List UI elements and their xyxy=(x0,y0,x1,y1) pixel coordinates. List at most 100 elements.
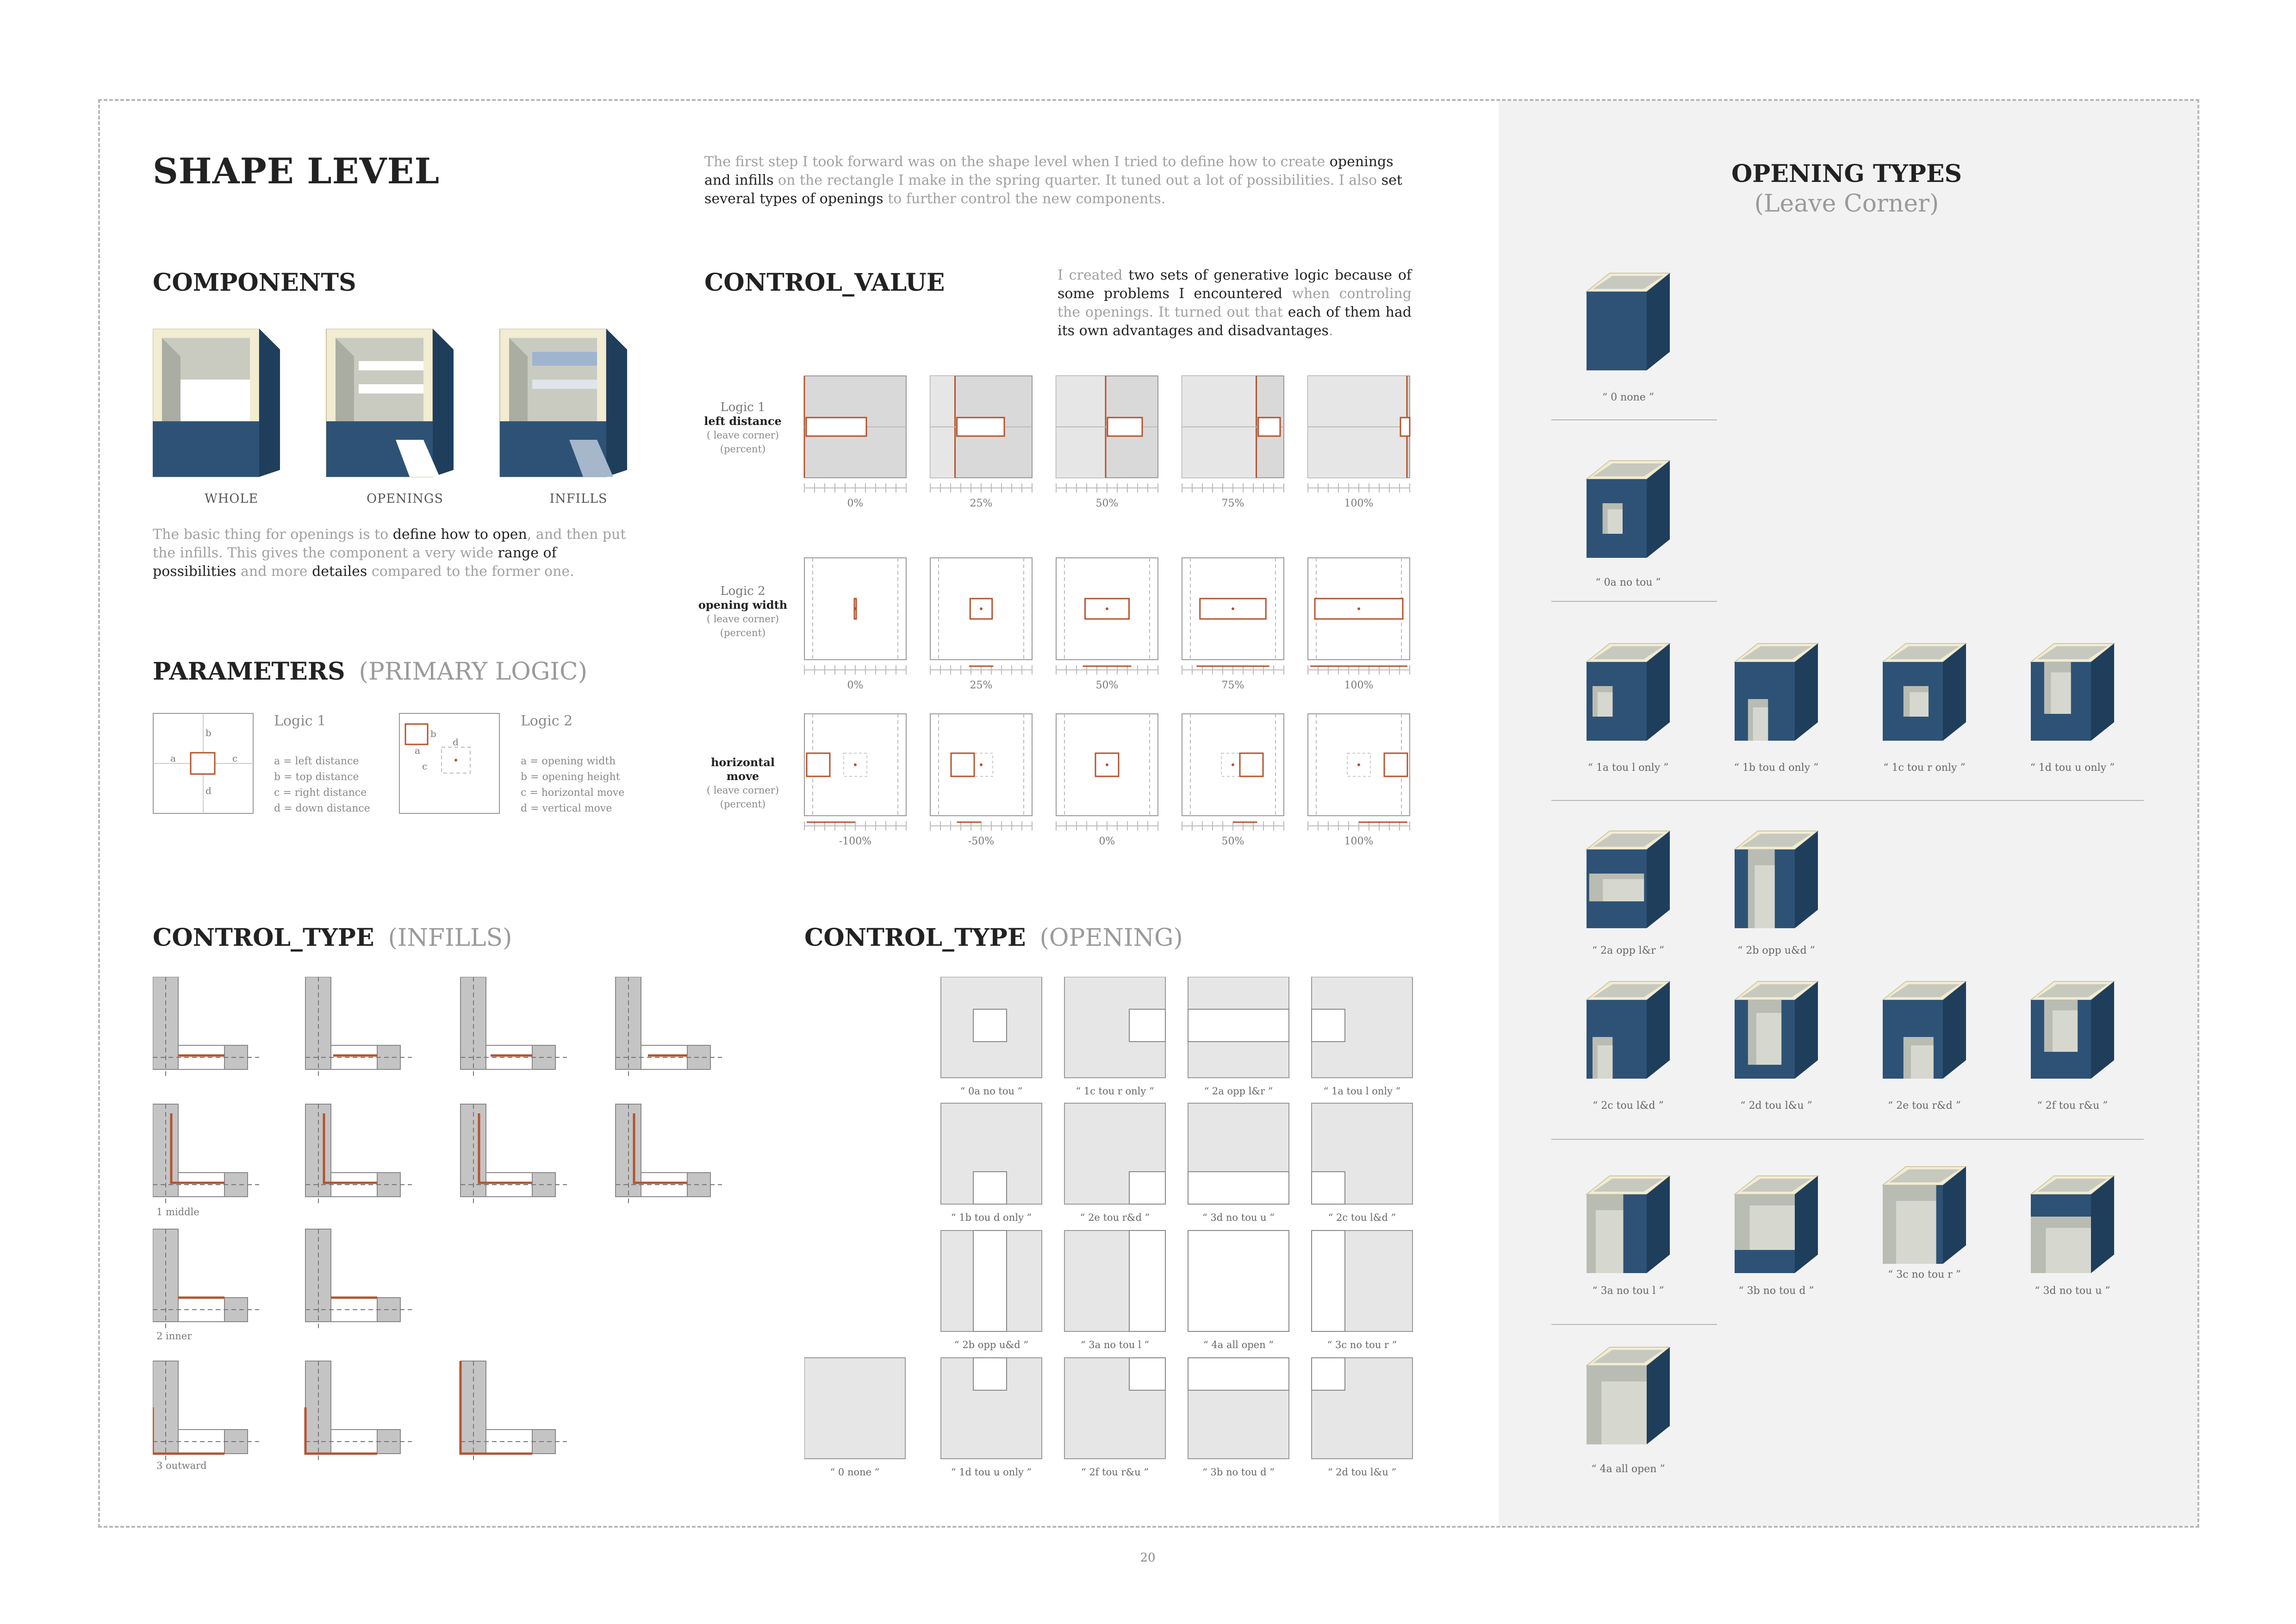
control-type-opening-heading: CONTROL_TYPE(OPENING) xyxy=(804,924,1183,952)
intro-paragraph: The first step I took forward was on the… xyxy=(704,153,1412,208)
cube-side xyxy=(2091,1176,2114,1273)
cube-top-inner xyxy=(1593,984,1663,997)
logic2-mark-b: b xyxy=(430,728,436,739)
opening-cell-label: “ 2c tou l&d ” xyxy=(1328,1212,1396,1223)
ct-infills-subtitle: (INFILLS) xyxy=(388,924,512,952)
opening-cell-11: “ 3c no tou r ” xyxy=(1311,1230,1413,1350)
opening-cell-label: “ 2d tou l&u ” xyxy=(1328,1467,1397,1478)
intro-text-1: The first step I took forward was on the… xyxy=(704,154,1330,170)
opening-cell-2: “ 2a opp l&r ” xyxy=(1188,977,1289,1097)
opening-type-label: “ 2c tou l&d ” xyxy=(1593,1100,1664,1112)
cube-top-inner xyxy=(1593,276,1663,289)
cube-top-inner xyxy=(2037,646,2108,659)
logic2-line-d: d = vertical move xyxy=(521,803,612,814)
opening-cell-label: “ 3b no tou d ” xyxy=(1202,1467,1275,1478)
cube-side xyxy=(1647,1347,1670,1444)
opening-hole xyxy=(1188,1230,1289,1332)
cv-row3-sub2: (percent) xyxy=(720,799,766,810)
opening-hole xyxy=(1188,1357,1289,1391)
cube-side xyxy=(1647,273,1670,370)
logic1-line-a: a = left distance xyxy=(274,756,359,767)
logic1-mark-a: a xyxy=(170,753,176,764)
cube-top-inner xyxy=(1593,834,1663,847)
logic2-title: Logic 2 xyxy=(521,713,573,729)
opening-type-cube-2: “ 1a tou l only ” xyxy=(1585,643,1671,774)
comp-text-1: The basic thing for openings is to xyxy=(153,526,393,543)
cv-row1-sub1: ( leave corner) xyxy=(706,430,779,441)
cv-row1-bold: left distance xyxy=(704,414,782,428)
label-whole: WHOLE xyxy=(204,492,259,506)
cv-cell-1-3: 75% xyxy=(1182,557,1284,691)
cv-cell-1-4: 100% xyxy=(1307,557,1410,691)
label-openings: OPENINGS xyxy=(367,492,443,506)
cv-cell-2-1: -50% xyxy=(930,713,1033,847)
logic2-legend: a = opening width b = opening height c =… xyxy=(521,754,624,817)
infill-2-1 xyxy=(305,1229,412,1331)
infill-wall-vertical xyxy=(460,977,486,1070)
opening-type-label: “ 1b tou d only ” xyxy=(1734,762,1819,774)
opening-cell-label: “ 2f tou r&u ” xyxy=(1081,1467,1149,1478)
opening-types-subtitle: (Leave Corner) xyxy=(1754,190,1939,218)
opening-cell-label: “ 4a all open ” xyxy=(1203,1339,1274,1350)
cv-center-dot xyxy=(1357,607,1360,610)
logic1-mark-c: c xyxy=(232,753,237,764)
opening-type-label: “ 2e tou r&d ” xyxy=(1888,1100,1961,1112)
logic1-line-b: b = top distance xyxy=(274,771,359,783)
infill-wall-vertical xyxy=(153,1104,179,1197)
opening-hole xyxy=(1311,1009,1345,1042)
cube-openings xyxy=(326,329,454,477)
infill-line xyxy=(323,1113,377,1184)
opening-cell-label: “ 0 none ” xyxy=(830,1467,880,1478)
cube-opening-depth xyxy=(1601,1381,1647,1444)
cv-tick-label: 100% xyxy=(1344,680,1374,691)
cv-row3-label: horizontal move ( leave corner) (percent… xyxy=(694,756,791,811)
cv-tick-label: 100% xyxy=(1344,498,1374,509)
opening-hole xyxy=(1311,1171,1345,1205)
cube-whole xyxy=(153,329,280,477)
infill-wall-vertical xyxy=(615,977,641,1070)
opening-type-cube-11: “ 2f tou r&u ” xyxy=(2029,981,2116,1112)
opening-cell-label: “ 1a tou l only ” xyxy=(1324,1086,1401,1097)
cv-center-dot xyxy=(854,763,857,766)
cv-row3-bold: horizontal move xyxy=(710,756,775,783)
cv-bold-2: each of them had its own advantages and … xyxy=(1058,304,1412,339)
cv-row2-bold: opening width xyxy=(698,598,788,612)
cv-row1-title: Logic 1 xyxy=(720,400,765,414)
cube-opening-depth xyxy=(1597,692,1613,717)
opening-hole xyxy=(973,1357,1007,1391)
cv-text-3: . xyxy=(1328,323,1333,339)
cv-cell-bg xyxy=(930,557,1033,660)
opening-cell-label: “ 1c tou r only ” xyxy=(1076,1086,1154,1097)
logic1-line-d: d = down distance xyxy=(274,803,370,814)
opening-type-cube-0: “ 0 none ” xyxy=(1585,273,1671,403)
infill-wall-vertical xyxy=(305,1229,331,1322)
cv-cell-1-0: 0% xyxy=(804,557,907,691)
logic1-diagram: a b c d xyxy=(153,713,254,814)
cv-origin-box xyxy=(1221,753,1245,777)
cv-cell-2-0: -100% xyxy=(804,713,907,847)
infill-line xyxy=(170,1113,224,1184)
cv-cell-2-3: 50% xyxy=(1182,713,1284,847)
cv-row2-sub1: ( leave corner) xyxy=(706,613,779,625)
opening-type-cube-5: “ 1d tou u only ” xyxy=(2029,643,2116,774)
cv-center-dot xyxy=(980,607,983,610)
cube-top-inner xyxy=(1741,646,1811,659)
infill-line xyxy=(153,1407,224,1455)
logic2-mark-d: d xyxy=(453,737,459,748)
cube-side xyxy=(2091,981,2114,1079)
cv-cell-0-3: 75% xyxy=(1182,375,1284,509)
opening-cell-8: “ 2b opp u&d ” xyxy=(940,1230,1042,1350)
infill-3-0 xyxy=(153,1361,259,1463)
infill-3-2 xyxy=(459,1361,567,1463)
opening-type-label: “ 2f tou r&u ” xyxy=(2037,1100,2108,1112)
comp-bold-2: range of possibilities xyxy=(153,545,557,580)
opening-type-cube-3: “ 1b tou d only ” xyxy=(1733,643,1819,774)
infill-wall-vertical xyxy=(305,1104,331,1197)
cube-side xyxy=(1647,643,1670,741)
opening-hole xyxy=(973,1171,1007,1205)
parameters-title: PARAMETERS xyxy=(153,657,345,686)
comp-text-4: compared to the former one. xyxy=(367,563,574,580)
opening-cell-16: “ 2d tou l&u ” xyxy=(1311,1357,1413,1478)
cv-bold-1: two sets of generative logic because of … xyxy=(1058,267,1412,302)
infill-1-3 xyxy=(615,1104,722,1206)
